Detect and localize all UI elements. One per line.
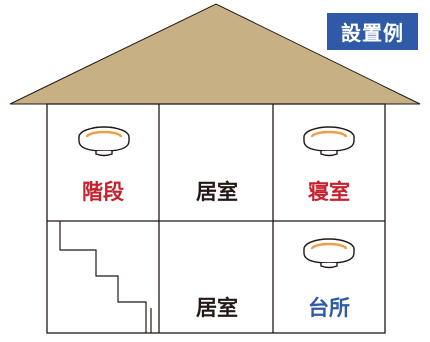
room-label-kitchen: 台所 xyxy=(308,296,350,320)
example-badge: 設置例 xyxy=(327,13,418,50)
room-label-stairs: 階段 xyxy=(82,180,124,204)
smoke-detector-icon xyxy=(303,238,355,269)
staircase xyxy=(59,221,147,333)
smoke-detector-icon xyxy=(303,126,355,157)
room-label-bedroom: 寝室 xyxy=(308,180,350,204)
room-label-living-upper: 居室 xyxy=(196,180,238,204)
room-label-living-lower: 居室 xyxy=(196,296,238,320)
smoke-detector-icon xyxy=(78,126,130,157)
